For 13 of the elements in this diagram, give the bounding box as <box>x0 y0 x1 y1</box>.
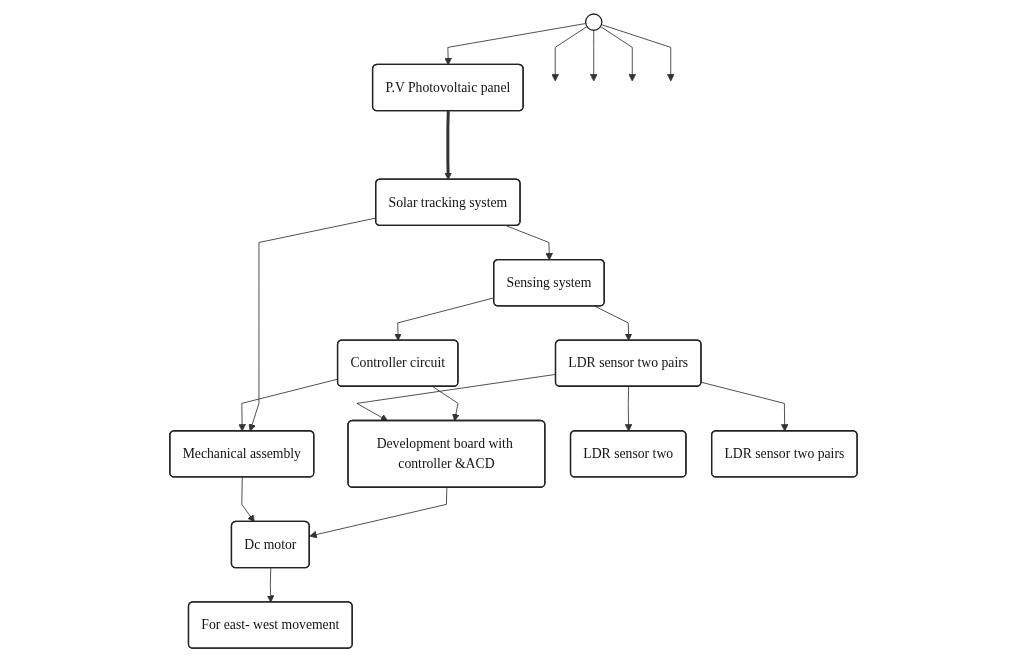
process-box: For east- west movement <box>187 601 353 649</box>
process-box: P.V Photovoltaic panel <box>371 63 524 112</box>
process-box: Dc motor <box>230 520 310 569</box>
process-box: Sensing system <box>492 258 605 307</box>
arrow <box>443 111 452 180</box>
process-box: LDR sensor two pairs <box>554 339 702 387</box>
sun-ellipse <box>584 13 603 31</box>
process-box: Solar tracking system <box>374 178 521 226</box>
process-box: Mechanical assembly <box>168 430 314 478</box>
process-box: LDR sensor two pairs <box>710 430 858 478</box>
process-box: Development board with controller &ACD <box>346 419 545 488</box>
process-box: LDR sensor two <box>569 430 687 478</box>
process-box: Controller circuit <box>336 339 459 387</box>
